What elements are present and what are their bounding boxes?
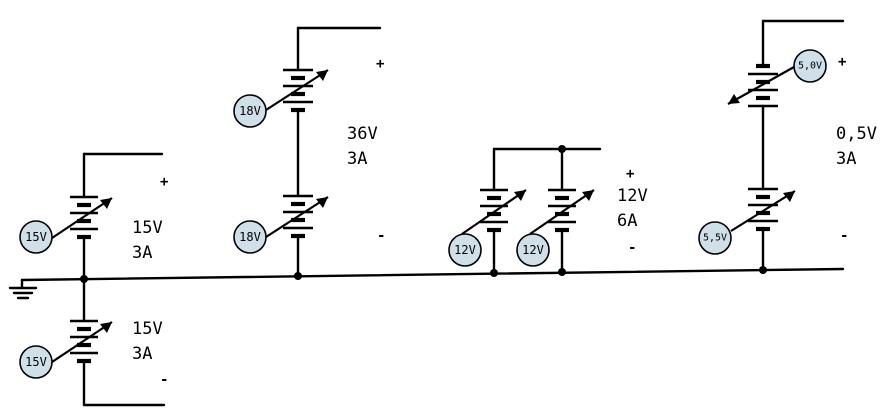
- svg-text:18V: 18V: [239, 104, 261, 118]
- rail-36v: 18V 18V 36V 3A + -: [233, 26, 385, 280]
- svg-text:12V: 12V: [454, 243, 476, 257]
- rail-current-label: 3A: [347, 149, 367, 169]
- cell-badge: 18V: [233, 94, 267, 128]
- svg-text:5,5V: 5,5V: [703, 233, 727, 244]
- svg-text:15V: 15V: [25, 355, 47, 369]
- plus-label: +: [160, 174, 168, 190]
- cell-badge: 18V: [233, 220, 267, 254]
- ground-icon: [8, 278, 38, 300]
- rail-current-label: 6A: [617, 211, 637, 231]
- cell-badge: 5,0V: [793, 49, 827, 83]
- rail-voltage-label: 15V: [132, 218, 163, 238]
- cell-badge: 15V: [19, 220, 53, 254]
- rail-current-label: 3A: [132, 344, 152, 364]
- cell-badge: 5,5V: [698, 221, 732, 255]
- minus-label: -: [840, 228, 848, 244]
- minus-label: -: [628, 240, 636, 256]
- minus-label: -: [377, 228, 385, 244]
- rail-voltage-label: 15V: [132, 319, 163, 339]
- plus-label: +: [626, 166, 634, 182]
- rail-voltage-label: 36V: [347, 124, 378, 144]
- svg-text:18V: 18V: [239, 230, 261, 244]
- rail-current-label: 3A: [836, 149, 856, 169]
- rail-12v: 12V 12V 12V 6A + -: [448, 145, 648, 277]
- rail-current-label: 3A: [132, 243, 152, 263]
- rail-15v-upper: 15V 15V 3A +: [19, 152, 168, 283]
- plus-label: +: [838, 54, 846, 70]
- rail-15v-lower: 15V 15V 3A -: [19, 277, 168, 407]
- ground-bus: [20, 267, 845, 282]
- svg-text:12V: 12V: [522, 243, 544, 257]
- rail-voltage-label: 0,5V: [836, 124, 877, 144]
- plus-label: +: [376, 56, 384, 72]
- cell-badge: 12V: [516, 233, 550, 267]
- minus-label: -: [160, 372, 168, 388]
- rail-voltage-label: 12V: [617, 186, 648, 206]
- cell-badge: 12V: [448, 233, 482, 267]
- svg-text:15V: 15V: [25, 230, 47, 244]
- cell-badge: 15V: [19, 345, 53, 379]
- svg-text:5,0V: 5,0V: [798, 61, 822, 72]
- rail-0-5v: 5,0V 5,5V 0,5V 3A + -: [698, 19, 877, 274]
